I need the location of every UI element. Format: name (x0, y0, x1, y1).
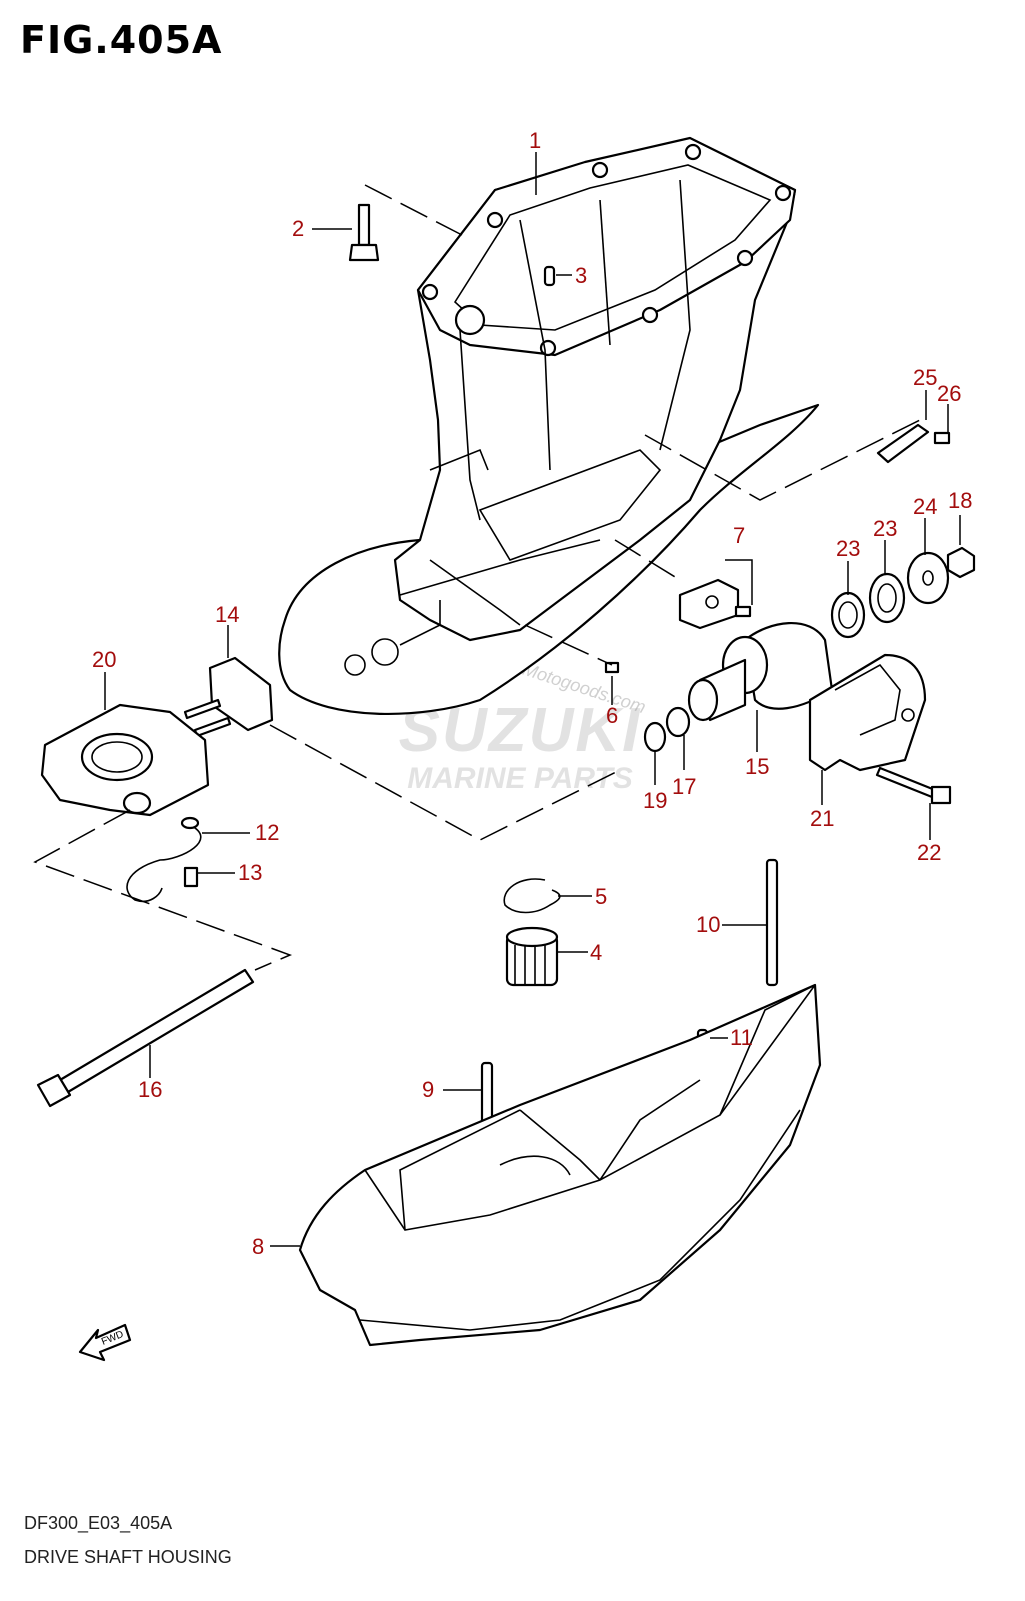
callout-14: 14 (215, 602, 239, 627)
callout-6: 6 (606, 703, 618, 728)
drive-shaft-housing-part[interactable] (278, 136, 820, 716)
bolt-part-26[interactable] (933, 431, 951, 445)
callout-8: 8 (252, 1234, 264, 1259)
callout-21: 21 (810, 806, 834, 831)
long-bolt-part-16[interactable] (36, 968, 255, 1108)
guide-line-screw (524, 624, 613, 666)
circlip-part-5[interactable] (503, 878, 561, 914)
washer-part-19[interactable] (643, 721, 667, 753)
clip-part-25[interactable] (876, 423, 930, 464)
callout-9: 9 (422, 1077, 434, 1102)
guide-line-bolt (364, 184, 463, 236)
callout-12: 12 (255, 820, 279, 845)
bracket-part-7[interactable] (678, 578, 752, 630)
callout-11: 11 (730, 1025, 753, 1050)
callout-10: 10 (696, 912, 720, 937)
dowel-pin-part-3[interactable] (543, 265, 556, 287)
callout-1: 1 (529, 128, 541, 153)
stud-part-10[interactable] (765, 858, 779, 987)
nut-part-18[interactable] (946, 546, 976, 579)
callout-23a: 23 (836, 536, 860, 561)
washer-part-24[interactable] (906, 551, 950, 605)
washer-part-17[interactable] (665, 706, 691, 738)
washer-part-23b[interactable] (868, 572, 906, 624)
clamp-part-20[interactable] (40, 703, 210, 817)
callout-20: 20 (92, 647, 116, 672)
grommet-part-14[interactable] (183, 656, 274, 738)
lower-case-part-8[interactable] (298, 983, 822, 1347)
callout-18: 18 (948, 488, 972, 513)
callout-26: 26 (937, 381, 961, 406)
fwd-arrow-icon: FWD (78, 1323, 132, 1362)
callout-23b: 23 (873, 516, 897, 541)
callout-3: 3 (575, 263, 587, 288)
mount-cover-part-21[interactable] (808, 653, 927, 772)
figure-title: FIG.405A (20, 18, 223, 62)
callout-7: 7 (733, 523, 745, 548)
screw-part-6[interactable] (604, 661, 620, 674)
guide-line-bracket (614, 539, 681, 581)
callout-16: 16 (138, 1077, 162, 1102)
callout-4: 4 (590, 940, 602, 965)
callout-24: 24 (913, 494, 937, 519)
bushing-part-4[interactable] (505, 926, 559, 987)
screw-part-13[interactable] (183, 866, 199, 888)
callout-15: 15 (745, 754, 769, 779)
guide-line-grommet (269, 724, 621, 841)
callout-2: 2 (292, 216, 304, 241)
guide-line-clip (644, 419, 921, 501)
figure-code: DF300_E03_405A (24, 1513, 173, 1533)
rubber-mount-part-15[interactable] (687, 621, 834, 722)
callout-17: 17 (672, 774, 696, 799)
callout-13: 13 (238, 860, 262, 885)
ground-wire-part-12[interactable] (126, 824, 202, 903)
callout-22: 22 (917, 840, 941, 865)
figure-name: DRIVE SHAFT HOUSING (24, 1547, 232, 1567)
callout-5: 5 (595, 884, 607, 909)
guide-line-bolt-16 (33, 809, 293, 971)
washer-part-23a[interactable] (830, 591, 866, 639)
callout-19: 19 (643, 788, 667, 813)
bolt-part-22[interactable] (875, 766, 952, 805)
callout-25: 25 (913, 365, 937, 390)
bolt-part-2[interactable] (348, 203, 380, 262)
